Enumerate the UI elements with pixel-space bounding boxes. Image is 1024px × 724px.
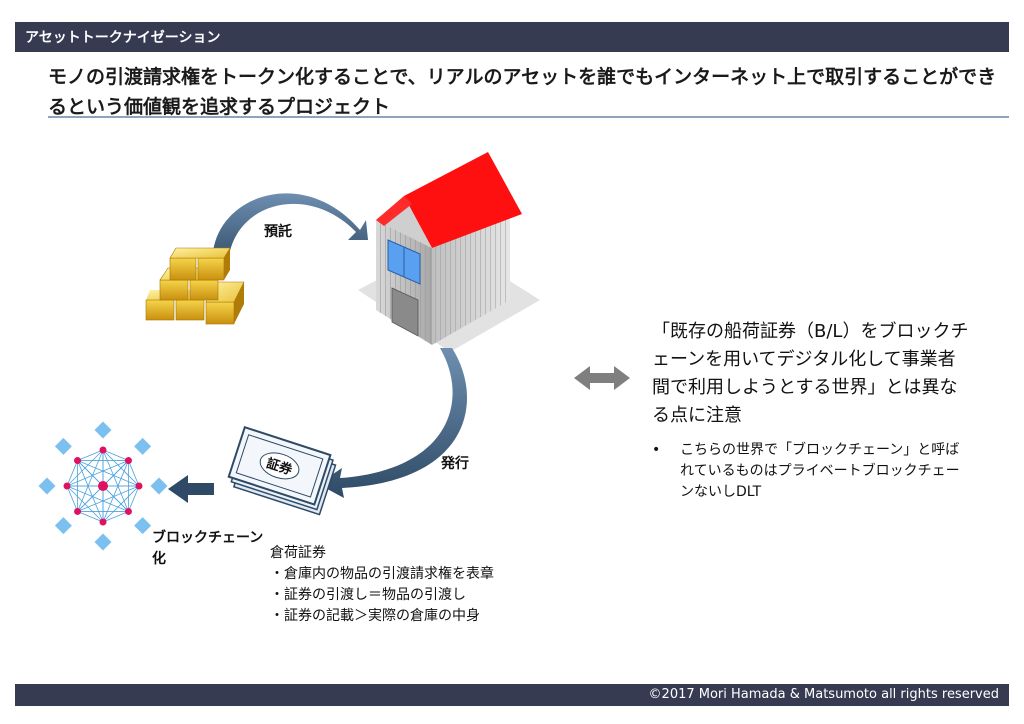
gold-bars-icon [145,247,245,325]
certificate-notes-title: 倉荷証券 [270,545,326,561]
network-outer-node [150,477,168,495]
tokenize-arrow-icon [168,475,214,503]
network-node [74,457,82,465]
issue-arrow-icon [318,348,468,498]
network-node [98,481,108,491]
network-link [66,485,78,512]
network-outer-node [134,517,152,535]
header-title: アセットトークナイゼーション [25,30,221,46]
network-outer-node [54,437,72,455]
network-outer-node [134,437,152,455]
double-arrow-icon [574,366,630,390]
certificate-note-item: ・証券の引渡し＝物品の引渡し [270,587,466,603]
footer-bar: ©2017 Mori Hamada & Matsumoto all rights… [15,684,1009,706]
certificate-notes: 倉荷証券 ・倉庫内の物品の引渡請求権を表章 ・証券の引渡し＝物品の引渡し ・証券… [270,543,494,627]
network-outer-node [54,517,72,535]
note-main: 「既存の船荷証券（B/L）をブロックチェーンを用いてデジタル化して事業者間で利用… [652,321,969,426]
certificate-note-item: ・倉庫内の物品の引渡請求権を表章 [270,566,494,582]
header-bar: アセットトークナイゼーション [15,22,1009,52]
network-link [77,460,104,523]
deposit-arrow-icon [212,193,368,268]
network-link [77,460,104,487]
network-link [102,511,129,523]
bullet-mark: • [652,442,661,458]
network-node [99,446,107,454]
network-outer-node [38,477,56,495]
network-link [128,460,140,487]
headline-divider [48,116,1009,118]
network-link [77,460,140,487]
network-node [124,507,132,515]
network-link [102,485,129,512]
footer-copyright: ©2017 Mori Hamada & Matsumoto all rights… [648,687,999,702]
network-outer-node [94,533,112,551]
network-link [66,460,78,487]
network-node [74,507,82,515]
certificate-stamp: 証券 [264,455,295,479]
note-bullet: • こちらの世界で「ブロックチェーン」と呼ばれているものはプライベートブロックチ… [652,440,972,503]
network-link [77,449,104,461]
note-bullet-text: こちらの世界で「ブロックチェーン」と呼ばれているものはプライベートブロックチェー… [680,442,960,500]
network-link [128,485,140,512]
blockchain-label: ブロックチェーン化 [152,530,264,567]
warehouse-icon [358,152,540,352]
network-node [135,482,143,490]
network-link [102,460,129,487]
certificate-icon: 証券 [227,425,337,516]
network-node [99,518,107,526]
network-link [77,511,104,523]
network-link [77,485,104,512]
deposit-label: 預託 [264,224,292,240]
issue-label: 発行 [441,456,469,472]
network-outer-node [94,421,112,439]
network-link [102,449,129,461]
network-node [124,457,132,465]
headline: モノの引渡請求権をトークン化することで、リアルのアセットを誰でもインターネット上… [48,66,997,118]
blockchain-network-icon [38,421,168,551]
network-node [63,482,71,490]
certificate-note-item: ・証券の記載＞実際の倉庫の中身 [270,608,480,624]
